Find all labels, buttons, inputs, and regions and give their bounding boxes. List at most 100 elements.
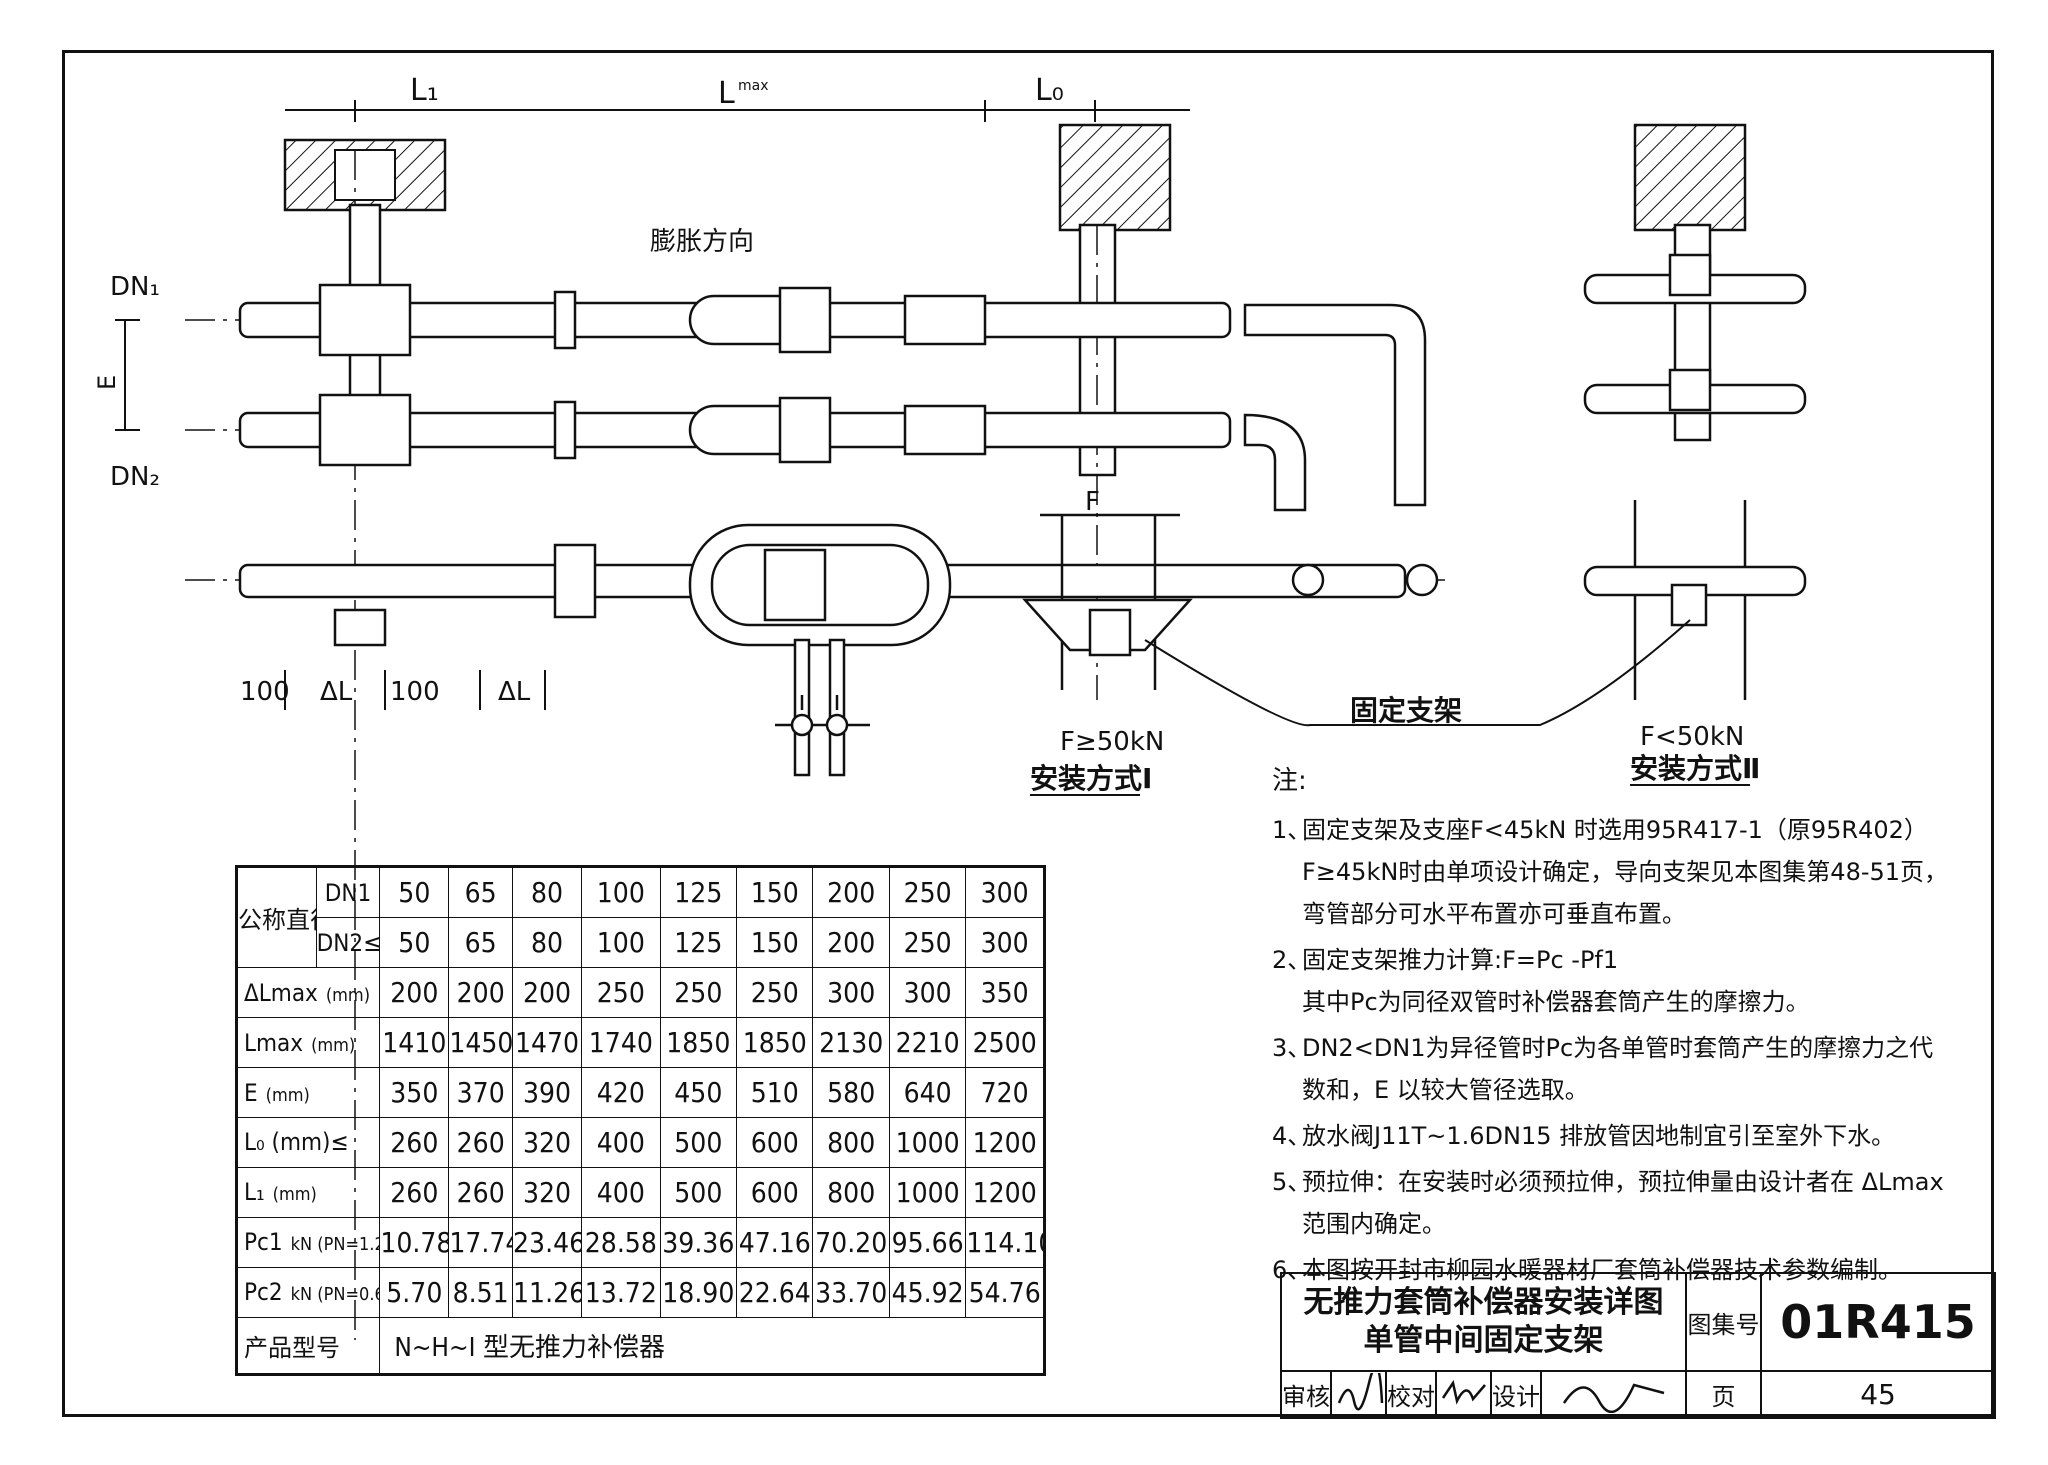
table-row-dn1: 公称直径 DN1 50 65 80 100 125 150 200 250 30… xyxy=(236,865,1045,969)
table-cell: 1200 xyxy=(965,1166,1045,1218)
notes-heading: 注: xyxy=(1272,766,1307,796)
design-signature xyxy=(1539,1370,1688,1419)
table-cell: 39.36 xyxy=(659,1216,738,1268)
table-cell: 260 xyxy=(448,1166,514,1218)
note-line: 范围内确定。 xyxy=(1272,1203,1972,1245)
table-cell: 260 xyxy=(448,1117,514,1168)
note-line: F≥45kN时由单项设计确定，导向支架见本图集第48-51页， xyxy=(1272,851,1972,893)
method2-wall-block xyxy=(1633,123,1747,442)
row-unit-text: (mm) xyxy=(265,1084,310,1106)
dn1-cell: 150 xyxy=(736,865,814,919)
note-item: 4、放水阀J11T~1.6DN15 排放管因地制宜引至室外下水。 xyxy=(1272,1115,1972,1157)
atlas-number: 01R415 xyxy=(1760,1272,1997,1372)
dim-100-left: 100 xyxy=(240,677,290,707)
note-text: 数和，E 以较大管径选取。 xyxy=(1302,1076,1589,1104)
bottom-dimensions xyxy=(284,670,546,710)
row-unit-text: kN (PN=1.25MPa) xyxy=(290,1234,379,1256)
table-cell: 250 xyxy=(659,967,738,1019)
dn2-cell: 250 xyxy=(888,917,967,969)
table-cell: 1450 xyxy=(448,1017,514,1069)
page-number: 45 xyxy=(1760,1370,1997,1419)
note-line: 其中Pc为同径双管时补偿器套筒产生的摩擦力。 xyxy=(1272,981,1972,1023)
page-label: 页 xyxy=(1685,1370,1763,1419)
dn1-cell: 300 xyxy=(965,865,1045,919)
table-cell: 1000 xyxy=(888,1166,967,1218)
table-cell: 800 xyxy=(812,1117,890,1168)
fixed-support-label: 固定支架 xyxy=(1350,694,1462,727)
table-cell: 18.90 xyxy=(659,1266,738,1318)
notes-section: 注: 1、固定支架及支座F<45kN 时选用95R417-1（原95R402）F… xyxy=(1272,760,1972,1295)
drawing-title-line2: 单管中间固定支架 xyxy=(1363,1323,1604,1358)
row-unit-text: (mm) xyxy=(272,1184,317,1206)
drain-valves xyxy=(775,695,870,737)
dn2-label: DN₂ xyxy=(110,462,160,492)
table-cell: 33.70 xyxy=(812,1266,890,1318)
table-cell: 17.74 xyxy=(448,1216,514,1268)
dn2-cell: 150 xyxy=(736,917,814,969)
table-cell: 1410 xyxy=(379,1017,450,1069)
atlas-number-label: 图集号 xyxy=(1685,1272,1763,1372)
table-cell: 47.16 xyxy=(736,1216,814,1268)
table-cell: 1470 xyxy=(512,1017,583,1069)
row-label-text: Lmax xyxy=(244,1028,304,1057)
table-cell: 2500 xyxy=(965,1017,1045,1069)
table-cell: 400 xyxy=(581,1117,661,1168)
table-cell: 350 xyxy=(379,1067,450,1119)
table-cell: 500 xyxy=(659,1117,738,1168)
dn1-cell: 200 xyxy=(812,865,890,919)
dn1-header: DN1 xyxy=(315,865,381,919)
review-signature xyxy=(1330,1364,1387,1419)
note-item: 3、DN2<DN1为异径管时Pc为各单管时套筒产生的摩擦力之代数和，E 以较大管… xyxy=(1272,1027,1972,1111)
title-block: 无推力套筒补偿器安装详图 单管中间固定支架 图集号 01R415 审核 校对 设… xyxy=(1279,1272,1997,1419)
table-cell: 70.20 xyxy=(812,1216,890,1268)
table-cell: 1850 xyxy=(736,1017,814,1069)
dn1-cell: 80 xyxy=(512,865,583,919)
note-text: DN2<DN1为异径管时Pc为各单管时套筒产生的摩擦力之代 xyxy=(1302,1034,1934,1062)
dn1-cell: 100 xyxy=(581,865,661,919)
table-cell: 350 xyxy=(965,967,1045,1019)
dn2-cell: 65 xyxy=(448,917,514,969)
table-cell: 260 xyxy=(379,1117,450,1168)
table-cell: 600 xyxy=(736,1166,814,1218)
top-dimension-line xyxy=(285,100,1190,122)
table-cell: 370 xyxy=(448,1067,514,1119)
note-number: 2、 xyxy=(1272,946,1312,974)
drawing-title-line1: 无推力套筒补偿器安装详图 xyxy=(1303,1285,1664,1320)
table-cell: 1740 xyxy=(581,1017,661,1069)
note-text: 范围内确定。 xyxy=(1302,1210,1446,1238)
table-cell: 320 xyxy=(512,1117,583,1168)
table-row-product: 产品型号 N~H~Ⅰ 型无推力补偿器 xyxy=(235,1316,1045,1376)
table-cell: 450 xyxy=(659,1067,738,1119)
dim-delta-l-2: ΔL xyxy=(498,677,531,707)
notes-list: 1、固定支架及支座F<45kN 时选用95R417-1（原95R402）F≥45… xyxy=(1272,809,1972,1291)
pipe-dn1 xyxy=(185,283,1427,507)
table-cell: 640 xyxy=(888,1067,967,1119)
row-label-text: Pc2 xyxy=(244,1278,283,1307)
table-cell: 2130 xyxy=(812,1017,890,1069)
lmax-superscript: max xyxy=(738,78,769,94)
row-label-text: E xyxy=(244,1078,258,1107)
review-label: 审核 xyxy=(1280,1370,1332,1419)
table-cell: 13.72 xyxy=(581,1266,661,1318)
table-cell: 320 xyxy=(512,1166,583,1218)
dn1-label: DN₁ xyxy=(110,272,160,302)
dn1-cell: 125 xyxy=(659,865,738,919)
note-text: 弯管部分可水平布置亦可垂直布置。 xyxy=(1302,900,1686,928)
table-cell: 300 xyxy=(812,967,890,1019)
table-cell: 1850 xyxy=(659,1017,738,1069)
note-number: 1、 xyxy=(1272,816,1312,844)
row-label-text: ΔLmax xyxy=(244,978,318,1007)
row-unit-text: (mm) xyxy=(325,984,371,1006)
review-signature-scribble xyxy=(1337,1364,1383,1410)
row-label: L₀ (mm)≤ xyxy=(235,1117,381,1168)
dim-100-right: 100 xyxy=(390,677,440,707)
dn2-cell: 200 xyxy=(812,917,890,969)
dn2-cell: 300 xyxy=(965,917,1045,969)
note-line: 1、固定支架及支座F<45kN 时选用95R417-1（原95R402） xyxy=(1272,809,1972,851)
table-cell: 390 xyxy=(512,1067,583,1119)
table-cell: 400 xyxy=(581,1166,661,1218)
fixed-support-leader xyxy=(1144,619,1691,727)
